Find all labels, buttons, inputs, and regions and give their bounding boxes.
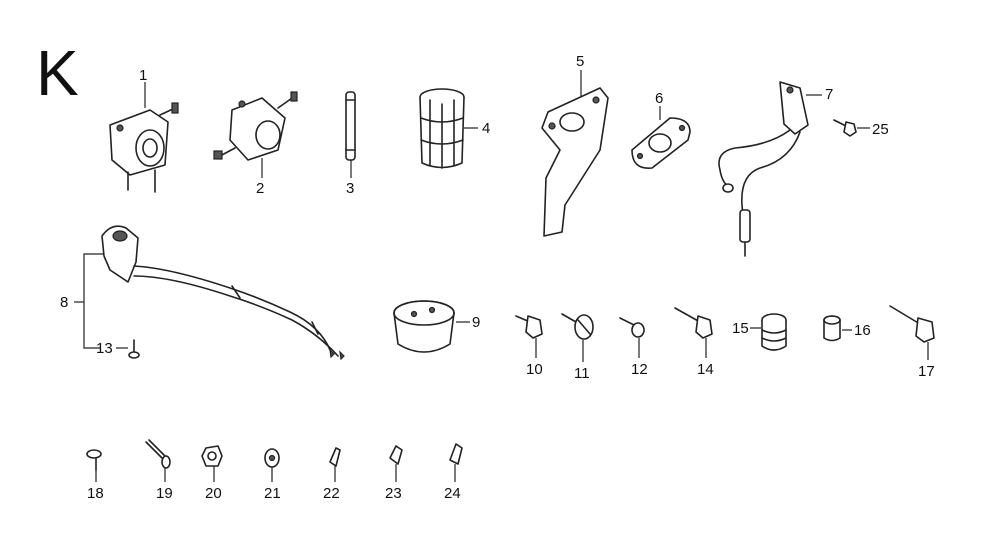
part-18-screw bbox=[86, 449, 102, 471]
label-19: 19 bbox=[156, 485, 173, 502]
label-9: 9 bbox=[472, 314, 480, 331]
part-6-gasket bbox=[631, 117, 691, 169]
label-16: 16 bbox=[854, 322, 871, 339]
label-7: 7 bbox=[825, 86, 833, 103]
part-21-washer bbox=[264, 448, 280, 468]
part-5-bracket bbox=[541, 87, 609, 237]
label-8: 8 bbox=[60, 294, 68, 311]
part-23-clip bbox=[389, 445, 403, 465]
part-1-fuel-cock bbox=[109, 102, 179, 193]
part-25-bolt bbox=[833, 119, 857, 137]
label-14: 14 bbox=[697, 361, 714, 378]
label-21: 21 bbox=[264, 485, 281, 502]
part-15-rubber-mount bbox=[761, 313, 787, 351]
part-10-bolt bbox=[515, 315, 543, 339]
part-17-bolt bbox=[889, 305, 935, 343]
label-18: 18 bbox=[87, 485, 104, 502]
part-16-collar bbox=[823, 315, 841, 342]
label-3: 3 bbox=[346, 180, 354, 197]
part-24-clip bbox=[449, 443, 463, 465]
label-4: 4 bbox=[482, 120, 490, 137]
label-23: 23 bbox=[385, 485, 402, 502]
label-24: 24 bbox=[444, 485, 461, 502]
label-13: 13 bbox=[96, 340, 113, 357]
label-6: 6 bbox=[655, 90, 663, 107]
part-12-pin bbox=[619, 317, 645, 338]
part-13-screw bbox=[128, 339, 140, 359]
part-8-oil-level-switch bbox=[101, 225, 345, 361]
leader-8 bbox=[83, 253, 104, 349]
label-5: 5 bbox=[576, 53, 584, 70]
label-22: 22 bbox=[323, 485, 340, 502]
label-1: 1 bbox=[139, 67, 147, 84]
part-3-stud bbox=[345, 91, 356, 161]
part-2-fuel-cock bbox=[213, 91, 298, 161]
part-9-cap bbox=[393, 300, 455, 353]
label-2: 2 bbox=[256, 180, 264, 197]
part-14-bolt bbox=[674, 307, 713, 339]
part-4-strainer bbox=[419, 88, 465, 169]
part-11-screw bbox=[561, 313, 594, 340]
label-10: 10 bbox=[526, 361, 543, 378]
part-19-screw bbox=[145, 439, 171, 469]
part-22-clip bbox=[329, 447, 341, 467]
label-15: 15 bbox=[732, 320, 749, 337]
section-letter: K bbox=[36, 37, 79, 109]
label-11: 11 bbox=[574, 365, 590, 382]
label-17: 17 bbox=[918, 363, 935, 380]
label-12: 12 bbox=[631, 361, 648, 378]
label-20: 20 bbox=[205, 485, 222, 502]
label-25: 25 bbox=[872, 121, 889, 138]
part-20-nut bbox=[201, 445, 223, 467]
part-7-oil-alert-unit bbox=[718, 81, 809, 257]
